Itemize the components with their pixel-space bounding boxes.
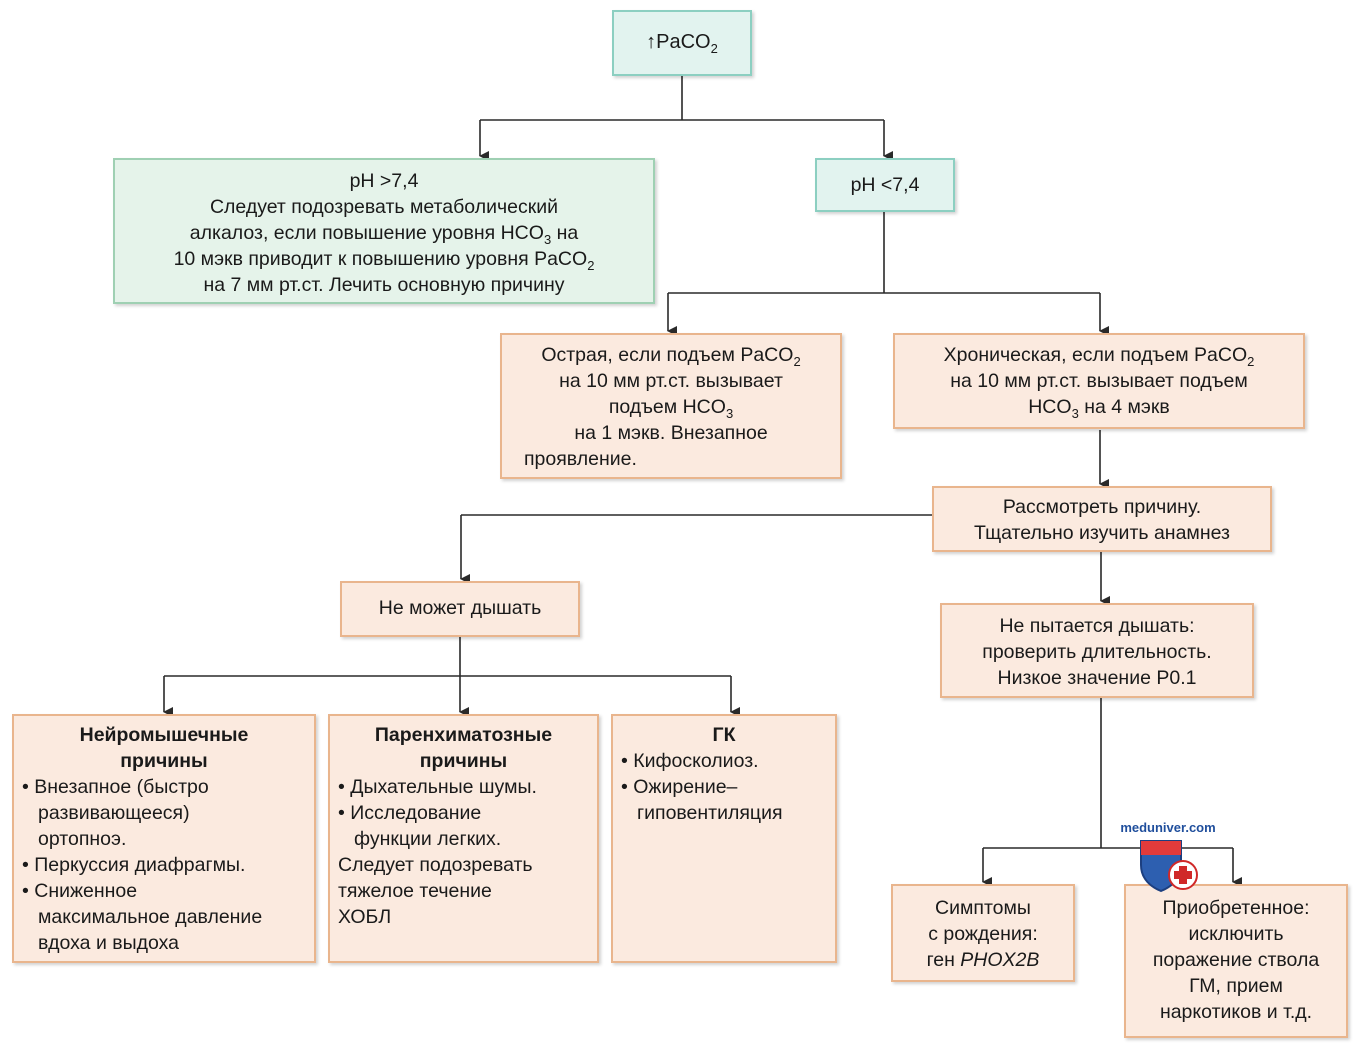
acute-line-4: на 1 мэкв. Внезапное: [574, 422, 768, 444]
neuro-item: Перкуссия диафрагмы.: [22, 852, 306, 878]
from-birth-box: Симптомы с рождения: ген PHOX2B: [891, 884, 1075, 982]
chronic-line-2: на 10 мм рт.ст. вызывает подъем: [950, 370, 1248, 392]
watermark-text: meduniver.com: [1120, 820, 1216, 835]
connector-cannot: [164, 637, 731, 677]
ph-high-line-3: 10 мэкв приводит к повышению уровня PaCO…: [173, 248, 595, 273]
ph-high-title: pH >7,4: [349, 170, 419, 192]
meduniver-logo: meduniver.com: [1108, 820, 1228, 900]
ph-high-line-1: Следует подозревать метаболический: [209, 196, 559, 218]
acute-line-2: на 10 мм рт.ст. вызывает: [559, 370, 783, 392]
ph-high-line-2: алкалоз, если повышение уровня HCO3 на: [189, 222, 579, 247]
not-trying-line-2: проверить длительность.: [982, 641, 1212, 663]
not-trying-line-1: Не пытается дышать:: [999, 615, 1195, 637]
up-arrow-icon: ↑: [646, 31, 657, 53]
parenchymal-box: Паренхиматозные причины Дыхательные шумы…: [328, 714, 599, 963]
ph-low-box: pH <7,4: [815, 158, 955, 212]
cannot-breathe-label: Не может дышать: [378, 597, 542, 619]
not-trying-box: Не пытается дышать: проверить длительнос…: [940, 603, 1254, 698]
chronic-line-1: Хроническая, если подъем PaCO2: [943, 344, 1255, 369]
acquired-line-1: Приобретенное:: [1162, 897, 1310, 919]
acute-line-1: Острая, если подъем PaCO2: [541, 344, 801, 369]
paren-title-2: причины: [419, 750, 508, 772]
gk-box: ГК Кифосколиоз. Ожирение–гиповентиляция: [611, 714, 837, 963]
gk-item: Кифосколиоз.: [621, 748, 827, 774]
acquired-line-4: ГМ, прием: [1189, 975, 1283, 997]
chronic-box: Хроническая, если подъем PaCO2 на 10 мм …: [893, 333, 1305, 429]
neuro-title-2: причины: [120, 750, 208, 772]
consider-cause-box: Рассмотреть причину. Тщательно изучить а…: [932, 486, 1272, 552]
birth-line-3: ген PHOX2B: [926, 949, 1040, 971]
root-paco2-box: ↑PaCO2: [612, 10, 752, 76]
connector-not-trying: [983, 698, 1233, 849]
gk-item: Ожирение–гиповентиляция: [621, 774, 827, 826]
connector-ph-low: [668, 212, 1100, 294]
acquired-line-2: исключить: [1188, 923, 1284, 945]
ph-low-title: pH <7,4: [850, 174, 920, 196]
paren-title-1: Паренхиматозные: [374, 724, 553, 746]
shield-cross-icon: [1140, 840, 1198, 893]
cannot-breathe-box: Не может дышать: [340, 581, 580, 637]
ph-high-line-4: на 7 мм рт.ст. Лечить основную причину: [203, 274, 565, 296]
birth-line-2: с рождения:: [928, 923, 1038, 945]
birth-line-1: Симптомы: [935, 897, 1031, 919]
paren-item: Дыхательные шумы.: [338, 774, 589, 800]
gk-title: ГК: [712, 724, 736, 746]
neuromuscular-box: Нейромышечные причины Внезапное (быстрор…: [12, 714, 316, 963]
root-label: PaCO: [656, 31, 711, 53]
acute-box: Острая, если подъем PaCO2 на 10 мм рт.ст…: [500, 333, 842, 479]
connector-root: [480, 76, 884, 121]
chronic-line-3: HCO3 на 4 мэкв: [1028, 396, 1170, 421]
consider-line-2: Тщательно изучить анамнез: [974, 522, 1230, 544]
acute-line-3: подъем HCO3: [608, 396, 734, 421]
consider-line-1: Рассмотреть причину.: [1002, 496, 1202, 518]
not-trying-line-3: Низкое значение P0.1: [997, 667, 1197, 689]
acquired-box: Приобретенное: исключить поражение ствол…: [1124, 884, 1348, 1038]
ph-high-box: pH >7,4 Следует подозревать метаболическ…: [113, 158, 655, 304]
acute-line-5: проявление.: [524, 448, 637, 470]
neuro-title-1: Нейромышечные: [79, 724, 249, 746]
acquired-line-3: поражение ствола: [1152, 949, 1320, 971]
acquired-line-5: наркотиков и т.д.: [1159, 1001, 1313, 1023]
